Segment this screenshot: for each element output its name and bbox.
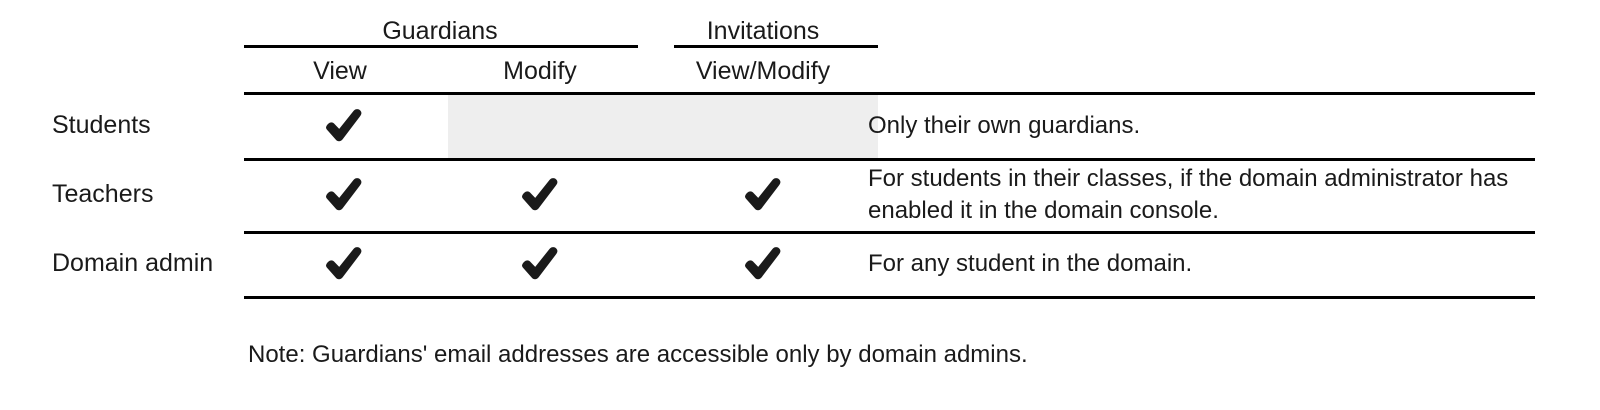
row-label-domain-admin: Domain admin	[52, 249, 214, 277]
check-icon-teachers-view	[321, 172, 367, 218]
footnote-note: Note: Guardians' email addresses are acc…	[248, 341, 1028, 368]
group-rule-guardians	[244, 45, 638, 48]
shaded-cell-students	[448, 95, 878, 159]
teachers-bottom-rule	[244, 231, 1535, 234]
row-label-students: Students	[52, 111, 151, 139]
header-bottom-rule	[244, 92, 1535, 95]
row-description-students: Only their own guardians.	[868, 112, 1141, 139]
check-icon-domain-admin-view	[321, 241, 367, 287]
check-icon-domain-admin-modify	[517, 241, 563, 287]
table-bottom-rule	[244, 296, 1535, 299]
check-icon-teachers-modify	[517, 172, 563, 218]
group-rule-invitations	[674, 45, 878, 48]
column-header-view: View	[313, 57, 367, 85]
check-icon-students-view	[321, 103, 367, 149]
group-header-invitations: Invitations	[706, 17, 820, 45]
row-label-teachers: Teachers	[52, 180, 154, 208]
students-bottom-rule	[244, 158, 1535, 161]
group-header-guardians: Guardians	[382, 17, 498, 45]
check-icon-teachers-view-modify	[740, 172, 786, 218]
column-header-modify: Modify	[503, 57, 577, 85]
row-description-domain-admin: For any student in the domain.	[868, 250, 1193, 277]
check-icon-domain-admin-view-modify	[740, 241, 786, 287]
row-description-teachers: For students in their classes, if the do…	[868, 165, 1509, 224]
column-header-view-modify: View/Modify	[695, 57, 831, 85]
